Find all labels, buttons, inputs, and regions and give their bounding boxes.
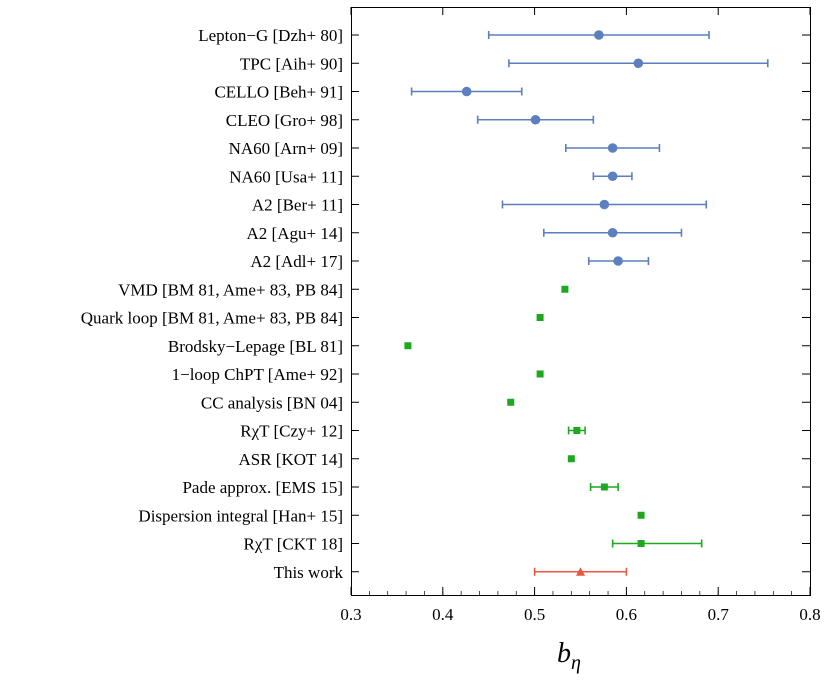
data-point xyxy=(613,256,623,266)
x-axis-label-subscript: η xyxy=(571,652,581,674)
row-label: VMD [BM 81, Ame+ 83, PB 84] xyxy=(118,280,343,299)
data-point xyxy=(607,171,618,182)
data-point xyxy=(633,58,644,69)
row-label: A2 [Ber+ 11] xyxy=(252,196,343,215)
data-point xyxy=(576,567,585,576)
data-point xyxy=(536,370,544,378)
data-point xyxy=(607,227,618,238)
plot-frame xyxy=(351,7,811,596)
row-label: A2 [Agu+ 14] xyxy=(247,224,343,243)
data-point xyxy=(404,342,412,350)
row-label: A2 [Adl+ 17] xyxy=(250,252,343,271)
x-tick-label: 0.6 xyxy=(616,605,637,624)
row-label: Brodsky−Lepage [BL 81] xyxy=(168,337,343,356)
data-point xyxy=(461,86,472,97)
row-label: ASR [KOT 14] xyxy=(238,450,343,469)
row-label: RχT [Czy+ 12] xyxy=(240,422,343,441)
row-label: NA60 [Usa+ 11] xyxy=(229,167,343,186)
data-point xyxy=(507,398,515,406)
data-point xyxy=(637,511,645,519)
row-labels: Lepton−G [Dzh+ 80] TPC [Aih+ 90] CELLO [Be… xyxy=(81,26,810,582)
data-marks xyxy=(404,30,769,576)
row-label: Quark loop [BM 81, Ame+ 83, PB 84] xyxy=(81,309,343,328)
data-point xyxy=(594,30,604,40)
data-point xyxy=(599,199,610,210)
row-label: This work xyxy=(274,563,344,582)
x-axis-label-main: b xyxy=(557,638,571,669)
x-tick-label: 0.3 xyxy=(340,605,361,624)
row-label: NA60 [Arn+ 09] xyxy=(229,139,343,158)
row-label: CLEO [Gro+ 98] xyxy=(226,111,343,130)
data-point xyxy=(573,427,581,434)
x-tick-label: 0.4 xyxy=(432,605,454,624)
data-point xyxy=(637,540,645,547)
data-point xyxy=(530,114,541,125)
x-tick-label: 0.5 xyxy=(524,605,545,624)
x-tick-label: 0.7 xyxy=(708,605,730,624)
row-label: Lepton−G [Dzh+ 80] xyxy=(198,26,343,45)
row-label: Pade approx. [EMS 15] xyxy=(182,478,343,497)
row-label: TPC [Aih+ 90] xyxy=(240,54,343,73)
row-label: 1−loop ChPT [Ame+ 92] xyxy=(172,365,343,384)
data-point xyxy=(607,143,618,153)
data-point xyxy=(600,483,608,491)
data-point xyxy=(561,285,569,293)
x-ticks: 0.3 0.4 0.5 0.6 0.7 0.8 xyxy=(340,7,821,624)
row-label: CELLO [Beh+ 91] xyxy=(214,83,343,102)
data-point xyxy=(536,314,544,321)
row-label: CC analysis [BN 04] xyxy=(201,393,343,412)
x-axis-label: bη xyxy=(557,638,581,674)
x-tick-label: 0.8 xyxy=(799,605,820,624)
row-label: RχT [CKT 18] xyxy=(244,535,343,554)
data-point xyxy=(567,455,575,463)
row-label: Dispersion integral [Han+ 15] xyxy=(138,506,343,525)
